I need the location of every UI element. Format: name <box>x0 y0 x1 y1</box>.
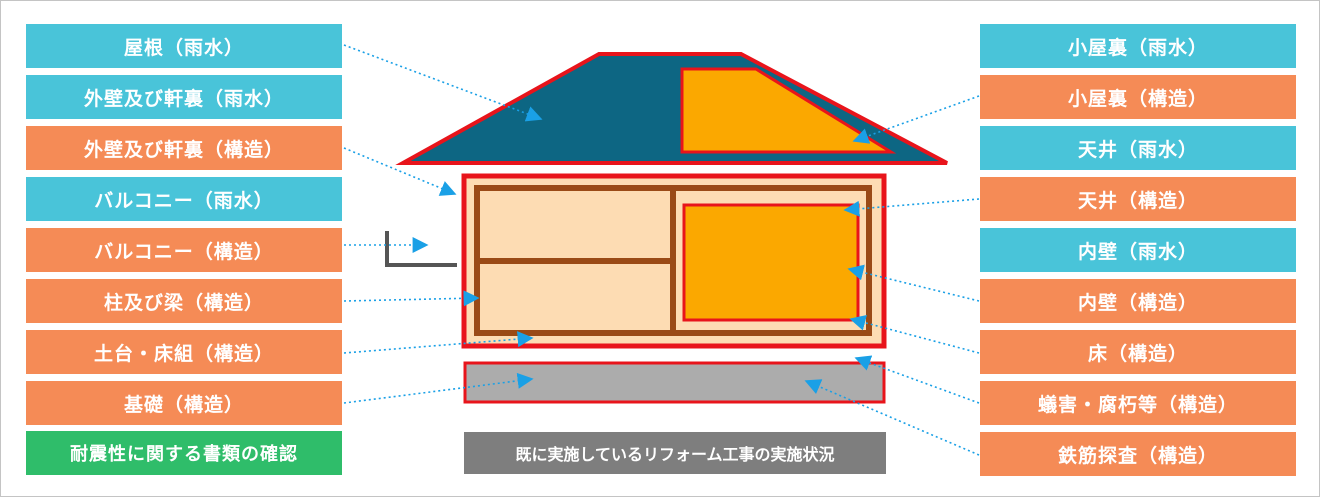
arrow-sill-floor <box>343 331 534 354</box>
arrow-interior-wall <box>847 264 980 302</box>
label-ceiling-structure: 天井（構造） <box>980 177 1296 221</box>
label-balcony-rain: バルコニー（雨水） <box>26 177 342 221</box>
label-interior-wall-structure: 内壁（構造） <box>980 279 1296 323</box>
arrow-roof <box>343 44 543 122</box>
label-sill-floor-frame-structure: 土台・床組（構造） <box>26 330 342 374</box>
label-attic-rain: 小屋裏（雨水） <box>980 24 1296 68</box>
arrow-exterior-wall <box>343 147 457 196</box>
label-roof-rain: 屋根（雨水） <box>26 24 342 68</box>
arrow-rebar <box>804 379 980 456</box>
label-pillar-beam-structure: 柱及び梁（構造） <box>26 279 342 323</box>
label-attic-structure: 小屋裏（構造） <box>980 75 1296 119</box>
label-floor-structure: 床（構造） <box>980 330 1296 374</box>
label-foundation-structure: 基礎（構造） <box>26 381 342 425</box>
label-seismic-document-check: 耐震性に関する書類の確認 <box>26 431 342 475</box>
arrow-foundation <box>343 372 534 404</box>
label-rebar-survey-structure: 鉄筋探査（構造） <box>980 432 1296 476</box>
balcony-bracket <box>385 231 457 267</box>
label-interior-wall-rain: 内壁（雨水） <box>980 228 1296 272</box>
arrow-attic <box>852 95 980 144</box>
label-balcony-structure: バルコニー（構造） <box>26 228 342 272</box>
caption-existing-renovation: 既に実施しているリフォーム工事の実施状況 <box>464 432 886 474</box>
interior-room <box>682 203 860 322</box>
label-ceiling-rain: 天井（雨水） <box>980 126 1296 170</box>
arrow-floor <box>849 314 980 354</box>
label-termite-decay-structure: 蟻害・腐朽等（構造） <box>980 381 1296 425</box>
attic-shape <box>680 67 897 154</box>
foundation <box>463 361 886 404</box>
arrow-termite-decay <box>854 355 980 404</box>
label-exterior-wall-structure: 外壁及び軒裏（構造） <box>26 126 342 170</box>
label-exterior-wall-rain: 外壁及び軒裏（雨水） <box>26 75 342 119</box>
arrow-pillar-beam <box>343 290 480 307</box>
